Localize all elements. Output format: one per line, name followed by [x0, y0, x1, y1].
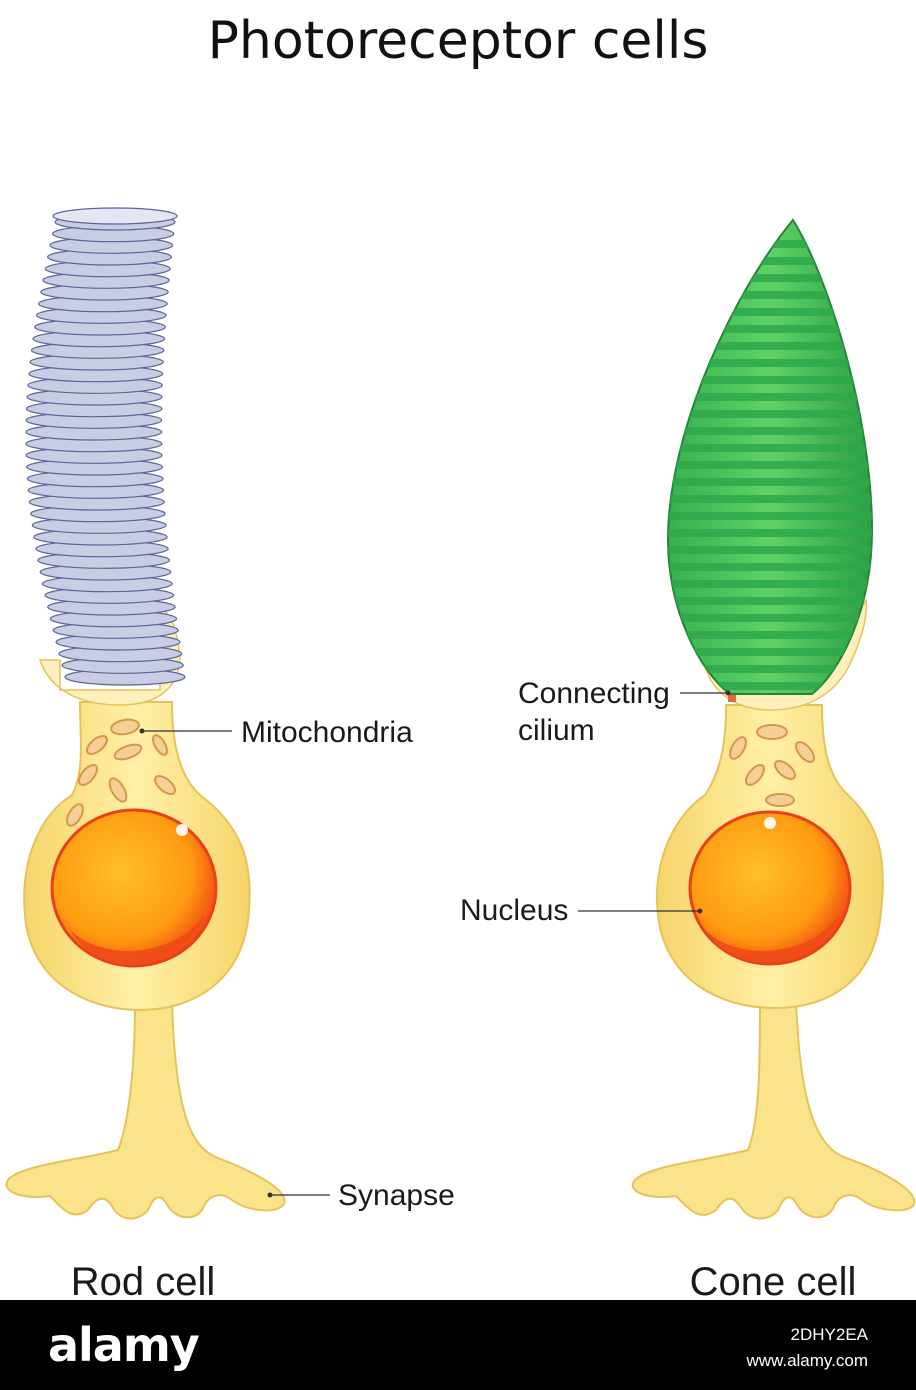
cone-disc-stripe: [668, 461, 872, 469]
label-nucleus: Nucleus: [460, 894, 703, 927]
cone-disc-stripe: [668, 410, 872, 418]
cone-disc-stripe: [668, 614, 872, 622]
connecting-label: Connecting: [518, 677, 670, 710]
synapse-label: Synapse: [338, 1179, 455, 1212]
cilium-label: cilium: [518, 714, 595, 747]
rod-mitochondria: [66, 718, 176, 827]
cone-disc-stripe: [668, 648, 872, 656]
image-id: 2DHY2EA: [790, 1325, 868, 1344]
rod-disc-top: [52, 207, 178, 225]
cone-nucleus-shade: [705, 915, 840, 963]
cone-disc-stripe: [668, 291, 872, 299]
rod-nucleus: [50, 808, 218, 968]
cone-disc-stripe: [668, 665, 872, 673]
cone-disc-stripe: [668, 359, 872, 367]
cone-nucleus: [688, 810, 852, 966]
cone-synapse-body: [631, 999, 916, 1220]
cone-discs: [668, 240, 872, 690]
cone-disc-stripe: [668, 274, 872, 282]
cone-disc-stripe: [668, 563, 872, 571]
image-id-block: 2DHY2EA www.alamy.com: [746, 1322, 868, 1374]
rod-nucleus-shade: [70, 915, 205, 965]
rod-nucleus-highlight: [176, 824, 188, 836]
cone-disc-stripe: [668, 393, 872, 401]
cone-disc-stripe: [668, 308, 872, 316]
rod-synapse-body: [5, 999, 286, 1220]
site-url: www.alamy.com: [746, 1351, 868, 1370]
cone-disc-stripe: [668, 546, 872, 554]
label-connecting-cilium: Connecting cilium: [518, 677, 731, 747]
cone-disc-stripe: [668, 512, 872, 520]
alamy-logo: alamy: [48, 1318, 200, 1372]
page-title: Photoreceptor cells: [208, 11, 709, 71]
rod-cell-label: Rod cell: [71, 1260, 216, 1300]
cone-disc-stripe: [668, 682, 872, 690]
cone-disc-stripe: [668, 597, 872, 605]
nucleus-label: Nucleus: [460, 894, 568, 927]
cone-disc-stripe: [668, 325, 872, 333]
cone-disc-stripe: [668, 478, 872, 486]
watermark-bar: alamy 2DHY2EA www.alamy.com: [0, 1300, 916, 1390]
cone-disc-stripe: [668, 580, 872, 588]
photoreceptor-diagram: Photoreceptor cells: [5, 11, 916, 1300]
cone-nucleus-highlight: [764, 817, 776, 829]
cone-disc-stripe: [668, 376, 872, 384]
cone-disc-stripe: [668, 529, 872, 537]
cone-disc-stripe: [668, 631, 872, 639]
cone-disc-stripe: [668, 444, 872, 452]
label-mitochondria: Mitochondria: [139, 716, 413, 749]
label-synapse: Synapse: [267, 1179, 455, 1212]
cone-mitochondria: [729, 724, 815, 807]
rod-outer-segment: [25, 207, 186, 686]
cone-disc-stripe: [668, 495, 872, 503]
cone-disc-stripe: [668, 240, 872, 248]
cone-cell-label: Cone cell: [690, 1260, 857, 1300]
mitochondria-label: Mitochondria: [241, 716, 413, 749]
connecting-cilium-mark: [728, 690, 736, 702]
cone-disc-stripe: [668, 257, 872, 265]
cone-cell: [631, 218, 916, 1220]
cone-disc-stripe: [668, 427, 872, 435]
cone-outer-segment: [666, 218, 874, 695]
rod-cell: [5, 207, 286, 1220]
cone-disc-stripe: [668, 342, 872, 350]
